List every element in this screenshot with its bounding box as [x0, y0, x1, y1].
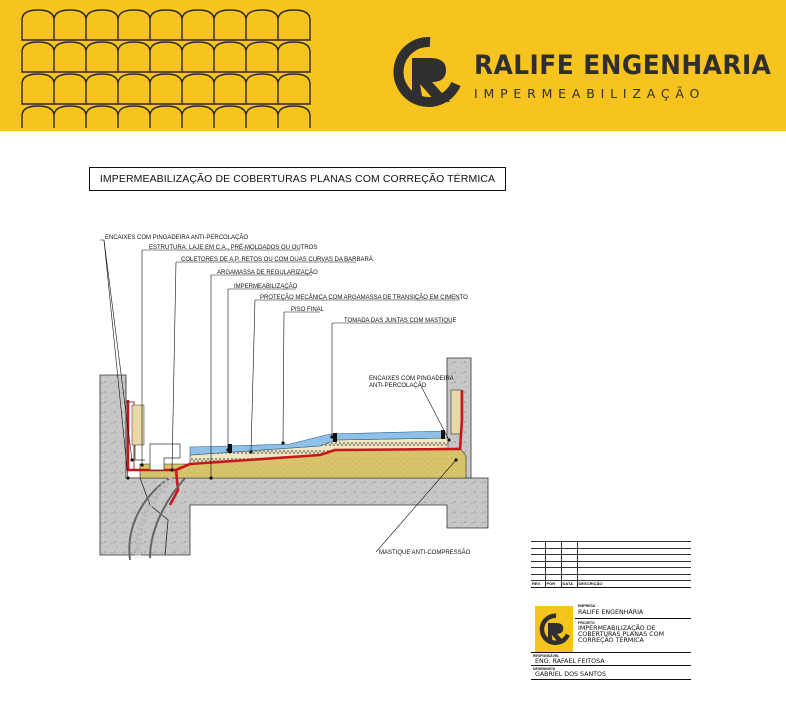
- label-mastique: MASTIQUE ANTI-COMPRESSÃO: [379, 549, 471, 556]
- label-encaixes-right-1: ENCAIXES COM PINGADEIRA: [369, 376, 454, 382]
- label-estrutura: ESTRUTURA: LAJE EM C.A., PRÉ-MOLDADOS OU…: [149, 244, 317, 251]
- rev-col-rev: REV.: [531, 580, 545, 588]
- label-protecao: PROTEÇÃO MECÂNICA COM ARGAMASSA DE TRANS…: [260, 294, 468, 301]
- label-tomada: TOMADA DAS JUNTAS COM MASTIQUE: [344, 318, 456, 324]
- projeto-row: PROJETO IMPERMEABILIZAÇÃO DE COBERTURAS …: [578, 621, 665, 644]
- responsavel-value: ENG. RAFAEL FEITOSA: [535, 658, 605, 665]
- responsavel-row: RESPONSÁVEL ENG. RAFAEL FEITOSA: [531, 652, 691, 666]
- drain-pipe: [128, 477, 186, 561]
- label-argamassa: ARGAMASSA DE REGULARIZAÇÃO: [217, 269, 318, 276]
- revision-table: REV. POR DATA DESCRIÇÃO: [531, 541, 691, 588]
- r-monogram-icon: [393, 36, 461, 107]
- rev-col-por: POR: [544, 580, 561, 588]
- rev-col-data: DATA: [560, 580, 577, 588]
- header-banner: RALIFE ENGENHARIA IMPERMEABILIZAÇÃO: [0, 0, 786, 131]
- projeto-line-1: IMPERMEABILIZAÇÃO DE: [578, 625, 656, 632]
- label-impermeabilizacao: IMPERMEABILIZAÇÃO: [234, 283, 298, 290]
- left-parapet: [99, 374, 169, 556]
- rev-col-descricao: DESCRIÇÃO: [576, 580, 691, 588]
- projeto-line-2: COBERTURAS PLANAS COM: [578, 631, 665, 638]
- label-encaixes-top: ENCAIXES COM PINGADEIRA ANTI-PERCOLAÇÃO: [105, 234, 248, 241]
- desenhista-row: DESENHISTA GABRIEL DOS SANTOS: [531, 666, 691, 680]
- brand-name: RALIFE ENGENHARIA: [474, 50, 772, 81]
- projeto-line-3: CORREÇÃO TÉRMICA: [578, 637, 644, 644]
- label-coletores: COLETORES DE A.P. RETOS OU COM DUAS CURV…: [181, 256, 373, 263]
- scalloped-wave-pattern: [21, 9, 311, 128]
- title-block-logo: [535, 606, 573, 652]
- empresa-value: RALIFE ENGENHARIA: [578, 609, 644, 616]
- label-encaixes-right-2: ANTI-PERCOLAÇÃO: [369, 382, 427, 389]
- empresa-row: EMPRESA RALIFE ENGENHARIA: [575, 602, 691, 619]
- brand-tagline: IMPERMEABILIZAÇÃO: [474, 86, 706, 101]
- label-piso: PISO FINAL: [291, 307, 325, 313]
- drawing-title: IMPERMEABILIZAÇÃO DE COBERTURAS PLANAS C…: [89, 167, 506, 191]
- desenhista-value: GABRIEL DOS SANTOS: [535, 671, 606, 678]
- title-block: EMPRESA RALIFE ENGENHARIA PROJETO IMPERM…: [531, 602, 691, 680]
- r-monogram-icon: [539, 613, 570, 645]
